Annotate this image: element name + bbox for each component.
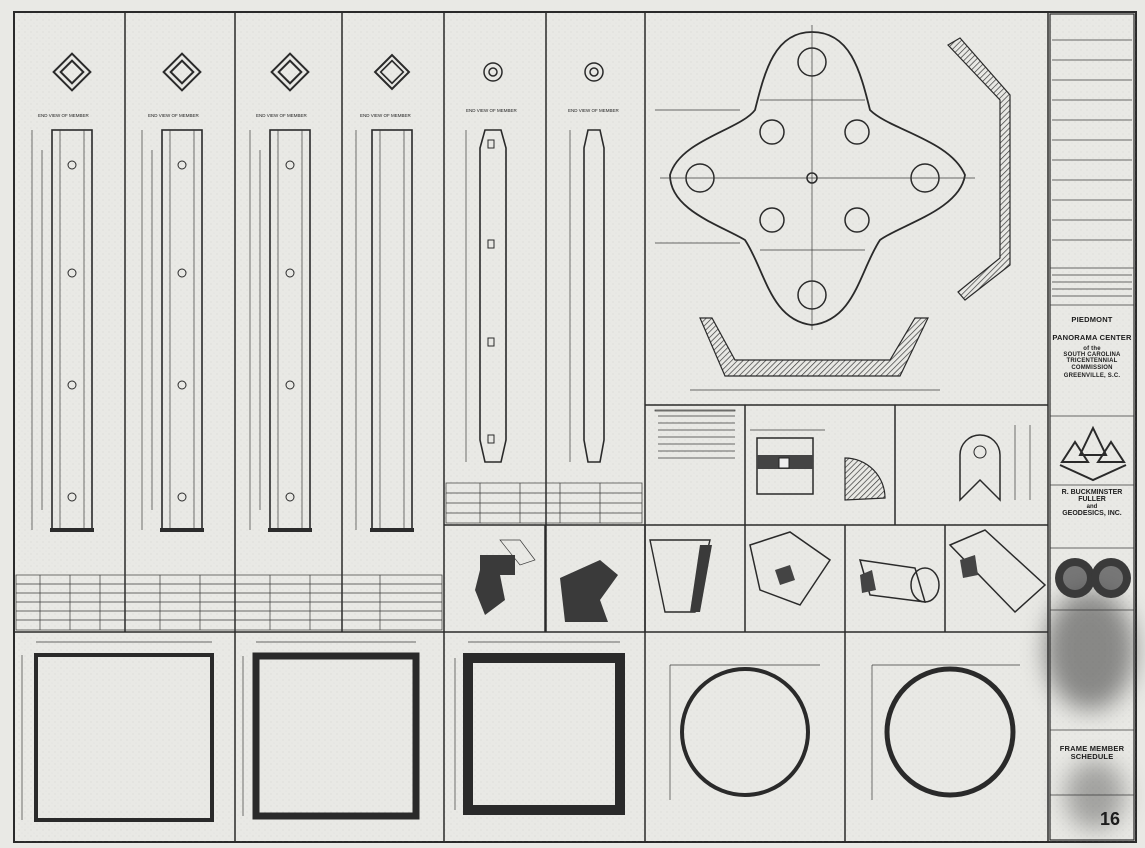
- detail-iso-2: [858, 559, 940, 603]
- plate-plan-layout: [655, 25, 975, 330]
- member-elevation-3: END VIEW OF MEMBER: [249, 52, 312, 532]
- detail-extrusion-1: [475, 539, 536, 615]
- svg-text:END VIEW OF MEMBER: END VIEW OF MEMBER: [38, 113, 90, 118]
- project-title-line: of the: [1083, 345, 1101, 352]
- detail-iso-1: [749, 531, 832, 606]
- drawing-title-block: FRAME MEMBER SCHEDULE: [1052, 745, 1132, 761]
- title-block-frame: [1049, 13, 1135, 841]
- tube-section-b: [871, 664, 1020, 800]
- detail-extrusion-2: [560, 560, 618, 622]
- project-title-line: GREENVILLE, S.C.: [1063, 372, 1121, 379]
- drawing-title-line: SCHEDULE: [1070, 751, 1114, 761]
- designer-line: and: [1086, 503, 1098, 510]
- detail-iso-3: [948, 529, 1047, 614]
- schedule-table-left: [15, 574, 443, 631]
- svg-text:END VIEW OF MEMBER: END VIEW OF MEMBER: [568, 108, 620, 113]
- notes-block: [654, 409, 736, 459]
- detail-fitting-a: [750, 429, 886, 501]
- detail-extrusion-3: [649, 539, 712, 613]
- extrusion-section-c: [454, 641, 625, 815]
- flange-section: [947, 37, 1011, 301]
- commission-logo-icon: [1059, 425, 1127, 482]
- drawing-title-line: FRAME MEMBER: [1059, 744, 1125, 753]
- svg-text:END VIEW OF MEMBER: END VIEW OF MEMBER: [466, 108, 518, 113]
- detail-fitting-b: [959, 425, 1031, 502]
- ink-smudge: [1045, 590, 1135, 710]
- svg-text:END VIEW OF MEMBER: END VIEW OF MEMBER: [256, 113, 308, 118]
- svg-text:END VIEW OF MEMBER: END VIEW OF MEMBER: [148, 113, 200, 118]
- member-elevation-1: END VIEW OF MEMBER: [31, 52, 94, 532]
- project-title-line: PIEDMONT: [1071, 315, 1113, 324]
- sheet-number: 16: [1099, 809, 1121, 829]
- extrusion-section-a: [21, 641, 214, 822]
- project-title-line: TRICENTENNIAL: [1066, 358, 1118, 365]
- seal-icons: [1055, 558, 1131, 598]
- member-elevation-4: END VIEW OF MEMBER: [355, 53, 414, 532]
- designer-block: R. BUCKMINSTER FULLER and GEODESICS, INC…: [1052, 489, 1132, 517]
- svg-text:END VIEW OF MEMBER: END VIEW OF MEMBER: [360, 113, 412, 118]
- project-title-line: COMMISSION: [1071, 364, 1113, 371]
- sheet-grid: [14, 12, 1049, 842]
- plate-section: [690, 317, 940, 391]
- schedule-table-right: [445, 482, 643, 524]
- project-title-line: PANORAMA CENTER: [1052, 332, 1132, 342]
- designer-line: GEODESICS, INC.: [1062, 509, 1122, 517]
- member-elevation-2: END VIEW OF MEMBER: [141, 52, 204, 532]
- tube-member-2: END VIEW OF MEMBER: [568, 62, 620, 463]
- tube-member-1: END VIEW OF MEMBER: [465, 62, 518, 463]
- ink-smudge: [1065, 760, 1125, 830]
- project-title-block: PIEDMONT PANORAMA CENTER of the SOUTH CA…: [1052, 316, 1132, 379]
- project-title-line: SOUTH CAROLINA: [1063, 352, 1121, 359]
- tube-section-a: [669, 664, 820, 800]
- designer-line: R. BUCKMINSTER FULLER: [1061, 489, 1123, 504]
- extrusion-section-b: [242, 641, 420, 820]
